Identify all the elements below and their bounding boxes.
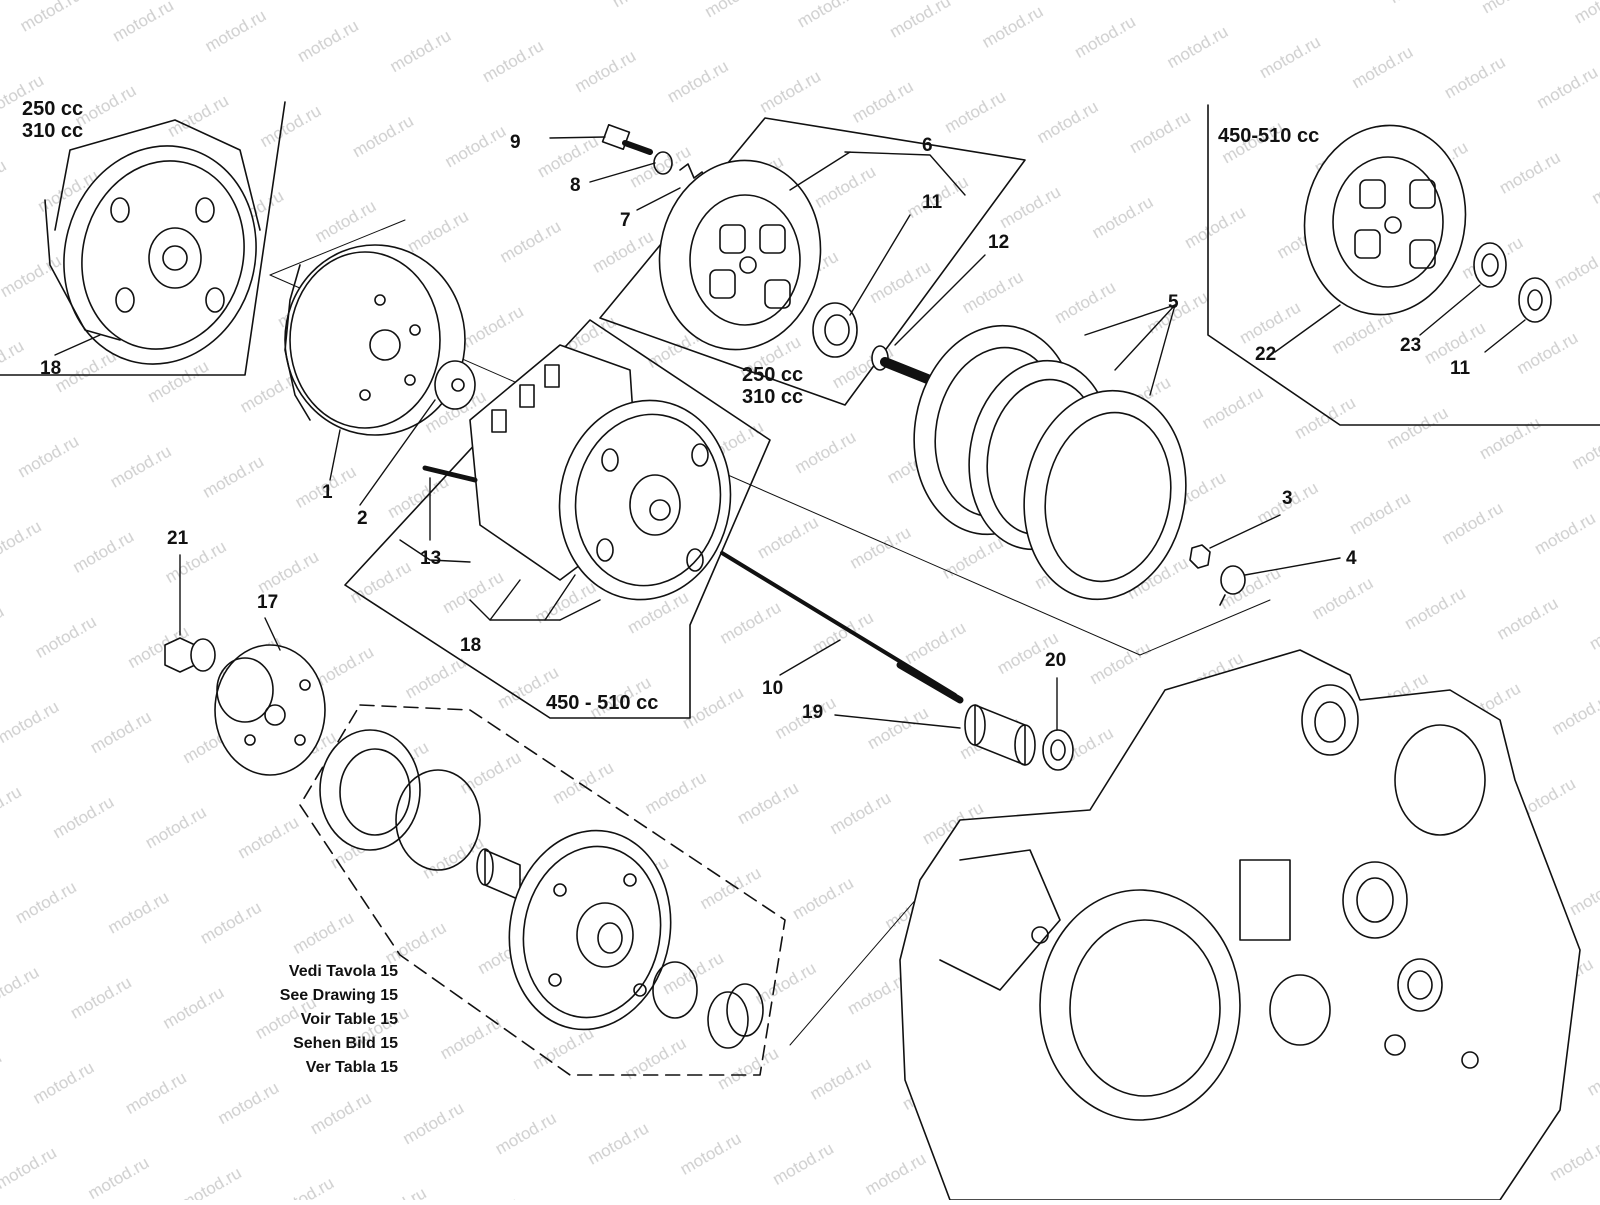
primary-gear-illustration: [215, 645, 325, 775]
reference-note-line: Sehen Bild 15: [293, 1035, 398, 1052]
bolt-illustration: [603, 125, 650, 152]
bearing-illustration: [813, 303, 857, 357]
ring-illustration: [396, 770, 480, 870]
frame-top-left: [0, 102, 285, 375]
callout-20: 20: [1045, 650, 1067, 671]
callout-13: 13: [420, 548, 442, 569]
inner-hub-illustration: [285, 245, 465, 435]
reference-note: Vedi Tavola 15 See Drawing 15 Voir Table…: [200, 960, 398, 1080]
lock-washer-illustration: [435, 361, 475, 409]
frame-top-right: [1208, 105, 1600, 425]
thrust-washer-illustration: [1474, 243, 1506, 287]
reference-note-line: Vedi Tavola 15: [288, 963, 398, 980]
callout-17: 17: [257, 592, 279, 613]
clutch-basket-450-illustration: [470, 345, 746, 613]
callout-4: 4: [1346, 548, 1357, 569]
leader-lines: [55, 137, 1525, 730]
callout-12: 12: [988, 232, 1010, 253]
reference-note-line: Voir Table 15: [300, 1011, 398, 1028]
callout-10: 10: [762, 678, 784, 699]
variant-label-mid-310: 310 cc: [742, 386, 804, 408]
lock-tab-illustration: [1220, 566, 1245, 605]
gear-washer-illustration: [653, 962, 697, 1018]
frame-basket-450: [345, 320, 770, 718]
frame-dashed-gear-group: [300, 705, 785, 1075]
callout-1: 1: [322, 482, 333, 503]
reference-note-line: Ver Tabla 15: [305, 1059, 398, 1076]
callout-7: 7: [620, 210, 631, 231]
callout-3: 3: [1282, 488, 1293, 509]
reference-note-line: See Drawing 15: [279, 987, 398, 1004]
alignment-line-2: [270, 220, 405, 275]
callout-19: 19: [802, 702, 824, 723]
callout-5: 5: [1168, 292, 1179, 313]
callout-11-a: 11: [922, 192, 943, 213]
gear-bushing-illustration: [708, 984, 763, 1048]
callout-9: 9: [510, 132, 521, 153]
sprag-clutch-illustration: [320, 730, 420, 850]
clutch-plates-illustration: [898, 313, 1202, 613]
callout-11-b: 11: [1450, 358, 1471, 379]
crankcase-illustration: [900, 650, 1580, 1200]
pressure-plate-450-illustration: [1290, 113, 1481, 328]
clutch-basket-250-illustration: [40, 120, 280, 386]
variant-label-top-right: 450-510 cc: [1218, 125, 1320, 147]
starter-gear-illustration: [494, 818, 686, 1043]
bushing-illustration: [965, 705, 1035, 765]
nut-illustration: [1190, 545, 1210, 568]
spacer-washer-illustration: [1043, 730, 1073, 770]
pushrod-illustration: [722, 553, 960, 700]
callout-8: 8: [570, 175, 581, 196]
pin-illustration: [425, 468, 475, 480]
callout-2: 2: [357, 508, 368, 529]
callout-18-b: 18: [460, 635, 482, 656]
callout-23: 23: [1400, 335, 1422, 356]
pressure-plate-250-illustration: [645, 148, 836, 363]
alignment-line-3: [1140, 600, 1270, 655]
washer-21-illustration: [191, 639, 215, 671]
pushrod-piece-illustration: [872, 346, 935, 382]
thrust-bearing-illustration: [1519, 278, 1551, 322]
variant-label-top-left-310: 310 cc: [22, 120, 84, 142]
callout-18-a: 18: [40, 358, 62, 379]
variant-label-center: 450 - 510 cc: [546, 692, 659, 714]
callout-21: 21: [167, 528, 189, 549]
variant-label-top-left-250: 250 cc: [22, 98, 84, 120]
callout-6: 6: [922, 135, 933, 156]
callout-22: 22: [1255, 344, 1277, 365]
variant-label-mid-250: 250 cc: [742, 364, 804, 386]
